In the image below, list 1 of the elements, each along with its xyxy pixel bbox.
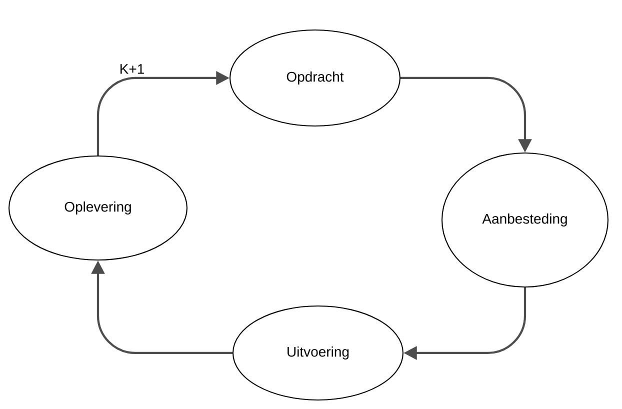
edge-label: K+1: [120, 64, 144, 74]
